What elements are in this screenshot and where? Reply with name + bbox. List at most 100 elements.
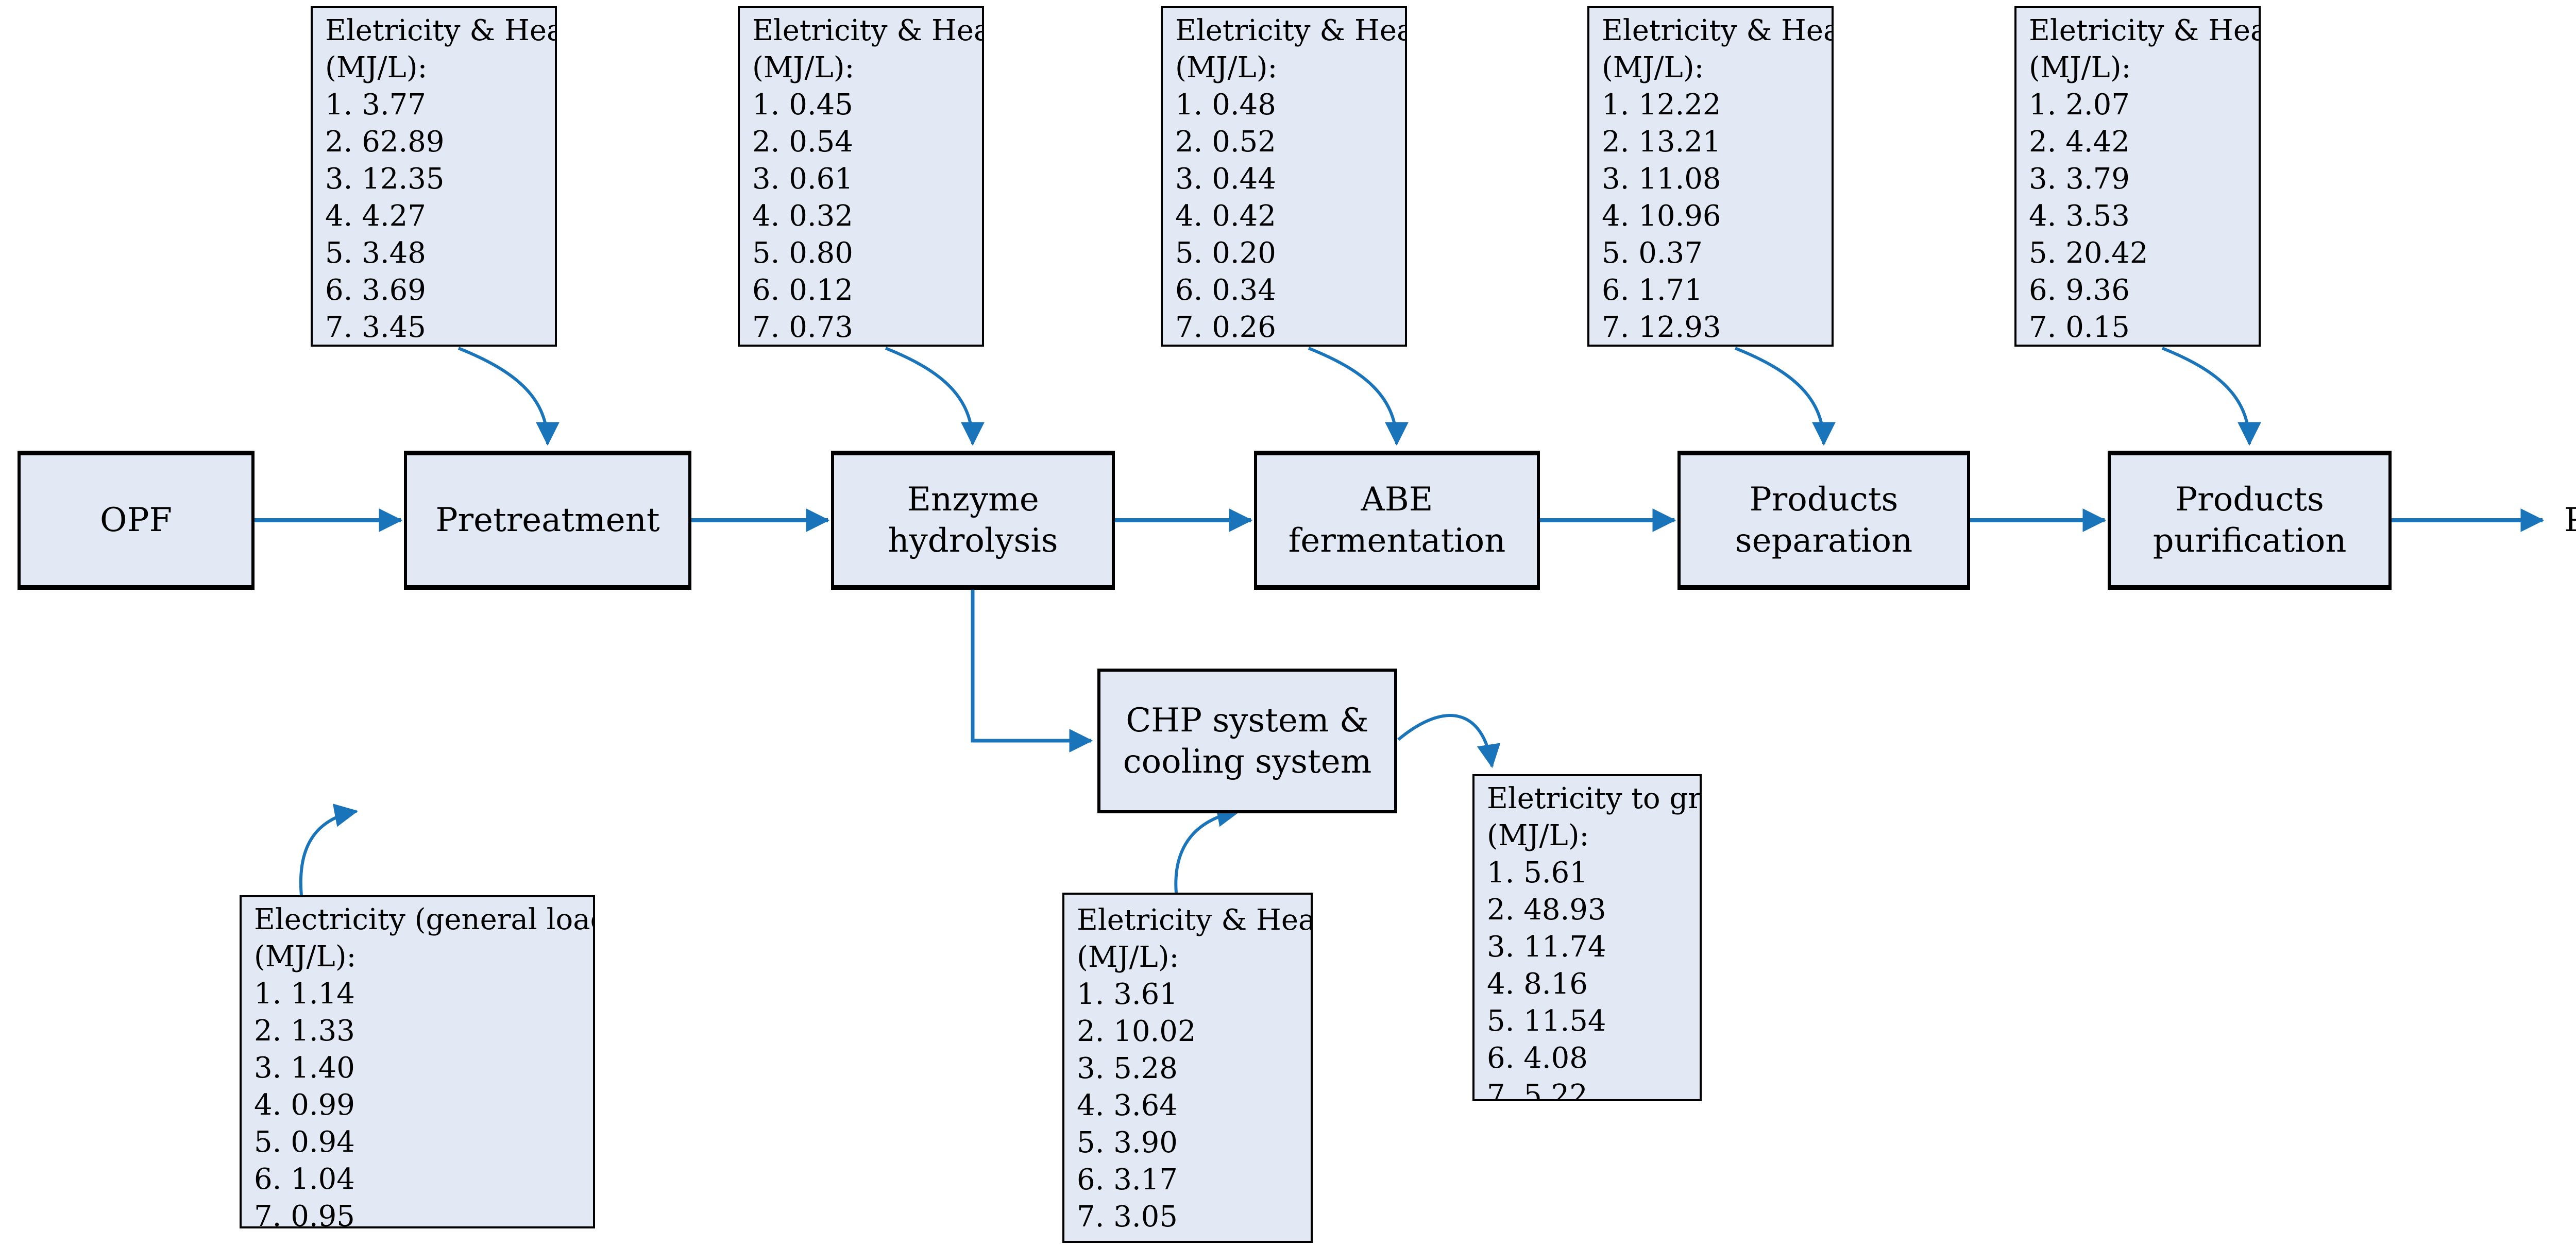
text-line: Products	[1749, 481, 1899, 519]
text-line: (MJ/L):	[1175, 51, 1278, 84]
text-line: 6. 4.08	[1487, 1041, 1588, 1075]
text-line: 2. 62.89	[325, 125, 445, 159]
text-line: 2. 13.21	[1602, 125, 1721, 159]
connector-energy-to-pretreatment	[457, 347, 560, 446]
text-line: 3. 1.40	[254, 1051, 355, 1085]
text-line: 7. 3.45	[325, 311, 426, 344]
text-line: 6. 0.34	[1175, 274, 1276, 307]
text-line: (MJ/L):	[2029, 51, 2131, 84]
text-line: 5. 0.80	[752, 236, 853, 270]
text-line: 1. 12.22	[1602, 88, 1721, 122]
text-line: 2. 0.54	[752, 125, 853, 159]
text-line: separation	[1735, 522, 1913, 560]
text-line: 6. 1.04	[254, 1163, 355, 1196]
text-line: 2. 0.52	[1175, 125, 1276, 159]
energy-box-electricity-to-grid: Eletricity to grid (MJ/L): 1. 5.612. 48.93…	[1472, 774, 1702, 1101]
text-line: 5. 20.42	[2029, 236, 2148, 270]
text-line: 3. 0.44	[1175, 162, 1276, 196]
text-line: 7. 0.73	[752, 311, 853, 344]
connector-energy-to-separation	[1734, 347, 1836, 446]
text-line: Eletricity & Heat	[752, 14, 984, 47]
text-line: 2. 1.33	[254, 1014, 355, 1048]
text-line: 2. 48.93	[1487, 893, 1606, 927]
text-line: 4. 3.64	[1077, 1089, 1178, 1122]
text-line: 3. 0.61	[752, 162, 853, 196]
connector-chp-energy-to-chp	[1174, 803, 1241, 894]
text-line: 6. 3.17	[1077, 1163, 1178, 1197]
text-line: Products	[2175, 481, 2324, 519]
text-line: 3. 11.08	[1602, 162, 1721, 196]
text-line: (MJ/L):	[1487, 819, 1589, 852]
text-line: 7. 0.26	[1175, 311, 1276, 344]
text-line: 6. 1.71	[1602, 274, 1703, 307]
connector-enzyme-to-chp	[971, 590, 1093, 753]
text-line: 5. 0.20	[1175, 236, 1276, 270]
node-opf: OPF	[18, 451, 255, 590]
connector-energy-to-enzyme	[885, 347, 985, 446]
text-line: OPF	[100, 501, 172, 539]
text-line: 4. 0.42	[1175, 199, 1276, 233]
connector-chp-to-grid	[1397, 714, 1501, 768]
text-line: 6. 3.69	[325, 274, 426, 307]
text-line: 7. 0.95	[254, 1200, 355, 1228]
text-line: Eletricity to grid	[1487, 782, 1702, 815]
text-line: 1. 3.61	[1077, 978, 1178, 1011]
text-line: 5. 3.48	[325, 236, 426, 270]
text-line: 6. 0.12	[752, 274, 853, 307]
node-chp-cooling-system: CHP system &cooling system	[1097, 669, 1397, 813]
text-line: (MJ/L):	[1602, 51, 1704, 84]
connector-energy-to-purification	[2161, 347, 2261, 446]
text-line: (MJ/L):	[752, 51, 855, 84]
text-line: Eletricity & Heat	[1175, 14, 1407, 47]
text-line: 4. 4.27	[325, 199, 426, 233]
text-line: 4. 10.96	[1602, 199, 1721, 233]
text-line: 3. 11.74	[1487, 930, 1606, 964]
text-line: Eletricity & Heat	[1077, 903, 1313, 937]
text-line: Eletricity & Heat	[2029, 14, 2261, 47]
text-line: 2. 10.02	[1077, 1015, 1196, 1048]
text-line: 7. 5.22	[1487, 1079, 1588, 1101]
text-line: hydrolysis	[888, 522, 1058, 560]
text-line: 7. 0.15	[2029, 311, 2130, 344]
text-line: (MJ/L):	[325, 51, 428, 84]
text-line: 5. 3.90	[1077, 1126, 1178, 1159]
text-line: Pretreatment	[435, 501, 660, 539]
text-line: 3. 3.79	[2029, 162, 2130, 196]
text-line: (MJ/L):	[254, 940, 357, 973]
text-line: 5. 0.37	[1602, 236, 1703, 270]
text-line: 1. 0.48	[1175, 88, 1276, 122]
text-line: Electricity (general load)	[254, 903, 595, 936]
text-line: CHP system &	[1126, 701, 1369, 740]
text-line: Eletricity & Heat	[1602, 14, 1834, 47]
text-line: 2. 4.42	[2029, 125, 2130, 159]
text-line: 4. 8.16	[1487, 967, 1588, 1001]
text-line: 6. 9.36	[2029, 274, 2130, 307]
text-line: Enzyme	[907, 481, 1039, 519]
text-line: cooling system	[1123, 742, 1372, 781]
energy-box-general-load: Electricity (general load) (MJ/L): 1. 1.14…	[240, 895, 595, 1228]
connector-general-load-arrow	[299, 804, 359, 896]
text-line: 7. 12.93	[1602, 311, 1721, 344]
text-line: ABE	[1361, 481, 1433, 519]
text-line: 4. 0.32	[752, 199, 853, 233]
text-line: 3. 12.35	[325, 162, 445, 196]
node-pretreatment: Pretreatment	[404, 451, 691, 590]
text-line: 7. 3.05	[1077, 1200, 1178, 1234]
text-line: 4. 0.99	[254, 1088, 355, 1122]
text-line: 1. 1.14	[254, 977, 355, 1011]
text-line: 1. 2.07	[2029, 88, 2130, 122]
text-line: 1. 3.77	[325, 88, 426, 122]
products-output-label: Products	[2564, 501, 2576, 539]
text-line: 1. 5.61	[1487, 856, 1588, 890]
text-line: fermentation	[1288, 522, 1506, 560]
text-line: purification	[2153, 522, 2347, 560]
